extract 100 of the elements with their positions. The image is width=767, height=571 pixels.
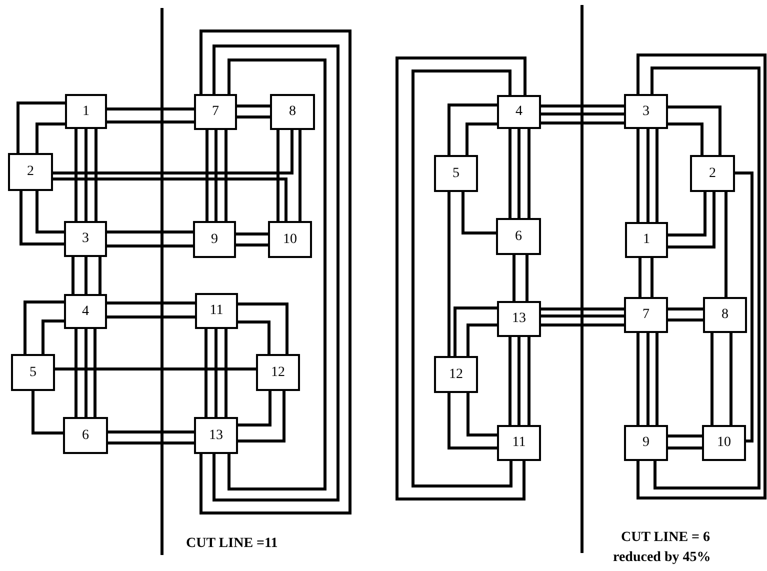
wire xyxy=(656,333,658,425)
wire xyxy=(107,302,195,304)
block-number: 5 xyxy=(30,364,36,380)
wire xyxy=(466,122,497,155)
cell-block xyxy=(497,301,541,337)
wire xyxy=(512,255,516,301)
block-number: 7 xyxy=(212,104,219,120)
block-number: 8 xyxy=(289,104,296,120)
cell-block xyxy=(497,95,541,129)
wire xyxy=(541,122,624,124)
block-number: 6 xyxy=(515,228,522,244)
wire xyxy=(396,56,526,500)
wire xyxy=(36,191,64,234)
wire xyxy=(214,329,218,417)
wire xyxy=(72,257,74,294)
block-number: 12 xyxy=(271,364,285,380)
wire xyxy=(448,104,497,155)
wire xyxy=(224,130,228,221)
block-number: 4 xyxy=(516,104,522,120)
cell-block xyxy=(64,294,107,329)
wire xyxy=(541,308,624,310)
wire xyxy=(668,434,702,438)
wire xyxy=(518,337,520,425)
block-number: 2 xyxy=(27,164,34,180)
wire xyxy=(412,70,512,488)
wire xyxy=(94,129,98,221)
wire xyxy=(84,329,88,417)
wire xyxy=(42,320,64,354)
wire xyxy=(508,129,512,218)
cell-block xyxy=(624,94,668,129)
wire xyxy=(541,324,624,326)
block-number: 13 xyxy=(209,428,223,444)
block-number: 1 xyxy=(82,104,90,120)
wire xyxy=(107,108,194,110)
wire xyxy=(646,129,650,222)
cell-block xyxy=(64,221,107,257)
wire xyxy=(541,104,624,108)
wire xyxy=(735,172,754,442)
wire xyxy=(200,30,352,514)
wire xyxy=(668,308,703,310)
wire xyxy=(84,129,88,221)
wire xyxy=(508,337,512,425)
wire xyxy=(668,192,706,236)
block-number: 5 xyxy=(452,166,460,182)
cell-block xyxy=(8,153,53,191)
wire xyxy=(206,130,208,221)
wire xyxy=(656,129,658,222)
wire xyxy=(710,333,714,425)
wire xyxy=(236,244,268,246)
wire xyxy=(518,129,520,218)
wire xyxy=(466,324,497,356)
cell-block xyxy=(63,417,108,454)
wire xyxy=(16,102,65,153)
cell-block xyxy=(702,425,746,461)
block-number: 1 xyxy=(643,232,650,248)
wire xyxy=(108,442,194,444)
cell-block xyxy=(497,425,541,461)
block-number: 11 xyxy=(512,435,526,451)
wire xyxy=(541,314,624,318)
cell-block xyxy=(65,94,107,129)
wire xyxy=(466,393,497,436)
wire xyxy=(36,122,65,153)
wire xyxy=(214,130,218,221)
wire xyxy=(650,66,760,490)
wire xyxy=(668,318,703,322)
wire xyxy=(20,191,64,246)
cell-block xyxy=(270,94,315,130)
wire xyxy=(724,192,728,297)
cell-block xyxy=(193,221,236,258)
wire xyxy=(98,257,102,294)
wire xyxy=(668,192,716,248)
wire xyxy=(448,192,450,356)
wire xyxy=(24,300,64,354)
cell-block xyxy=(624,297,668,333)
wire xyxy=(107,120,194,124)
wire xyxy=(650,258,654,297)
cell-block xyxy=(268,221,312,258)
wire xyxy=(636,129,640,222)
wire xyxy=(528,337,530,425)
cut-line-note: CUT LINE =11 xyxy=(186,535,278,552)
block-number: 7 xyxy=(642,307,650,323)
block-number: 11 xyxy=(210,303,224,319)
wire xyxy=(237,104,270,108)
wire xyxy=(276,130,280,221)
wire xyxy=(107,230,193,234)
wire xyxy=(53,178,288,221)
cut-line-note: reduced by 45% xyxy=(613,549,711,566)
wire xyxy=(636,333,640,425)
wire xyxy=(668,122,704,155)
wire xyxy=(237,116,270,118)
wire xyxy=(53,130,294,174)
cell-block xyxy=(703,297,747,333)
wire xyxy=(107,316,195,318)
wire xyxy=(448,393,497,450)
cell-block xyxy=(690,155,735,192)
wire xyxy=(238,302,288,354)
wire xyxy=(107,244,193,248)
block-number: 9 xyxy=(211,232,218,248)
wire xyxy=(55,368,256,370)
wire xyxy=(636,54,766,500)
